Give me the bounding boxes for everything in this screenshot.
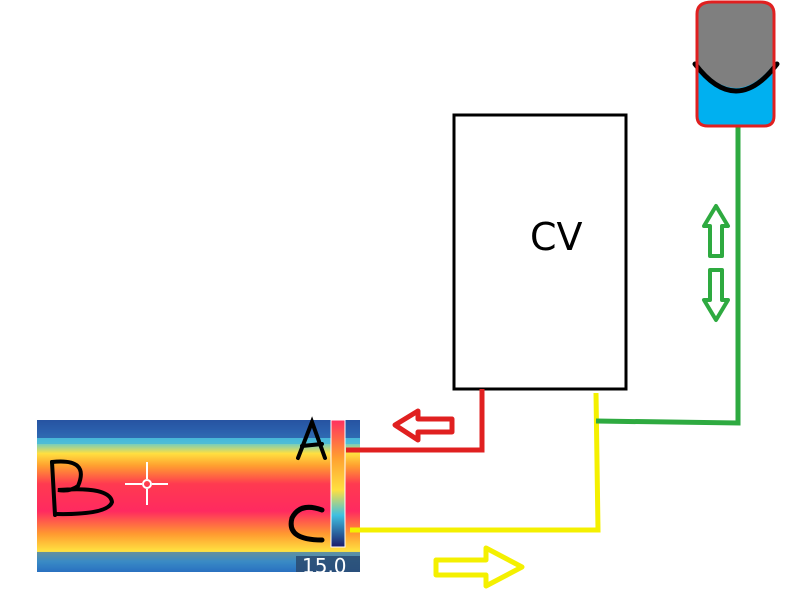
- boiler-box: [452, 113, 628, 391]
- red-supply-pipe: [346, 389, 485, 453]
- crosshair-icon: [125, 462, 168, 505]
- handwritten-label-b: [50, 459, 115, 517]
- handwritten-label-a: [296, 416, 327, 460]
- temperature-scale-bar: [330, 419, 346, 548]
- thermal-image: 15.0: [37, 416, 360, 578]
- handwritten-label-c: [288, 504, 325, 543]
- temperature-scale-value: 15.0: [302, 554, 347, 578]
- expansion-vessel: [692, 0, 780, 128]
- green-up-arrow: [702, 204, 730, 258]
- red-left-arrow: [392, 408, 455, 443]
- green-expansion-pipe: [595, 125, 741, 426]
- green-down-arrow: [702, 268, 730, 322]
- yellow-right-arrow: [433, 545, 525, 589]
- yellow-return-pipe: [350, 392, 601, 533]
- boiler-label: CV: [530, 215, 583, 259]
